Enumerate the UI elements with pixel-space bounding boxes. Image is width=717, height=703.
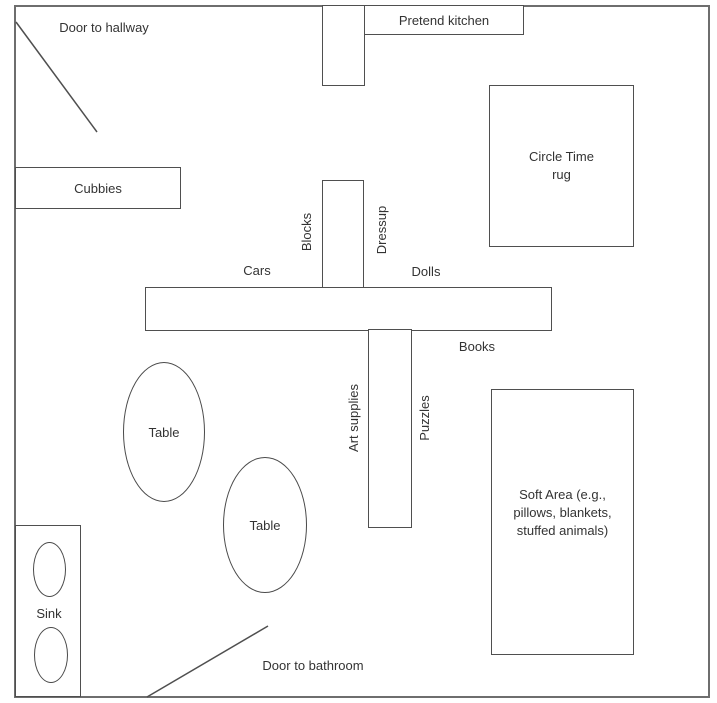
table-1-label: Table — [148, 424, 180, 440]
door-to-bathroom-label: Door to bathroom — [262, 658, 364, 674]
sink-basin-top — [33, 542, 66, 597]
pretend-kitchen-label: Pretend kitchen — [398, 12, 490, 28]
soft-area-box: Soft Area (e.g., pillows, blankets, stuf… — [491, 389, 634, 655]
circle-time-rug-label: Circle Time rug — [528, 148, 594, 182]
puzzles-label: Puzzles — [417, 395, 433, 441]
blocks-dressup-shelf — [322, 180, 364, 288]
soft-area-label: Soft Area (e.g., pillows, blankets, stuf… — [513, 486, 612, 539]
door-to-hallway-label: Door to hallway — [59, 20, 149, 36]
art-puzzles-shelf — [368, 329, 412, 528]
table-2-ellipse: Table — [223, 457, 307, 593]
blocks-label: Blocks — [299, 212, 315, 252]
dressup-label: Dressup — [374, 205, 390, 255]
cubbies-box: Cubbies — [15, 167, 181, 209]
table-2-label: Table — [249, 517, 281, 533]
pretend-kitchen-box: Pretend kitchen — [364, 5, 524, 35]
table-1-ellipse: Table — [123, 362, 205, 502]
dolls-label: Dolls — [411, 264, 441, 280]
sink-basin-bottom — [34, 627, 68, 683]
circle-time-rug-box: Circle Time rug — [489, 85, 634, 247]
cubbies-label: Cubbies — [74, 180, 122, 196]
books-label: Books — [458, 339, 496, 355]
art-supplies-label: Art supplies — [346, 384, 362, 452]
cars-label: Cars — [243, 263, 271, 279]
sink-label: Sink — [36, 606, 62, 622]
center-shelf — [145, 287, 552, 331]
pretend-kitchen-counter — [322, 5, 365, 86]
